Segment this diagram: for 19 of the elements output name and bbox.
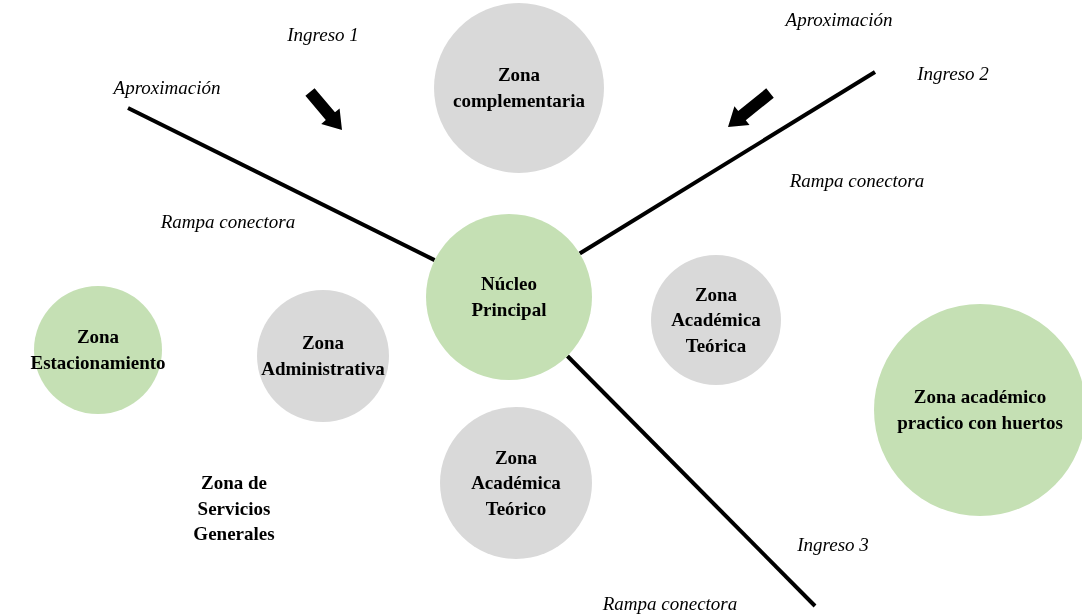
- annotation-text: Aproximación: [785, 9, 893, 31]
- annotation-text: Aproximación: [113, 77, 221, 99]
- zone-name: Zona Académica Teórica: [670, 282, 762, 358]
- zone-name: Zona Estacionamiento: [30, 325, 166, 375]
- ramp-line: [578, 70, 877, 256]
- zone-name: Núcleo Principal: [470, 272, 548, 322]
- annotation-text: Ingreso 2: [917, 63, 989, 85]
- annotation-text: Rampa conectora: [602, 593, 738, 615]
- annotation-text: Ingreso 1: [287, 24, 359, 46]
- annotation-text: Rampa conectora: [160, 211, 296, 233]
- ramp-line: [127, 106, 436, 262]
- zone-name: Zona Administrativa: [260, 331, 386, 381]
- zone-name: Zona complementaria: [452, 63, 586, 113]
- ramp-line: [566, 354, 817, 608]
- annotation-text: Rampa conectora: [789, 170, 925, 192]
- zone-name: Zona Académica Teórico: [470, 445, 562, 521]
- zone-name: Zona de Servicios Generales: [192, 470, 276, 546]
- annotation-text: Ingreso 3: [797, 534, 869, 556]
- zone-name: Zona académico practico con huertos: [896, 385, 1064, 435]
